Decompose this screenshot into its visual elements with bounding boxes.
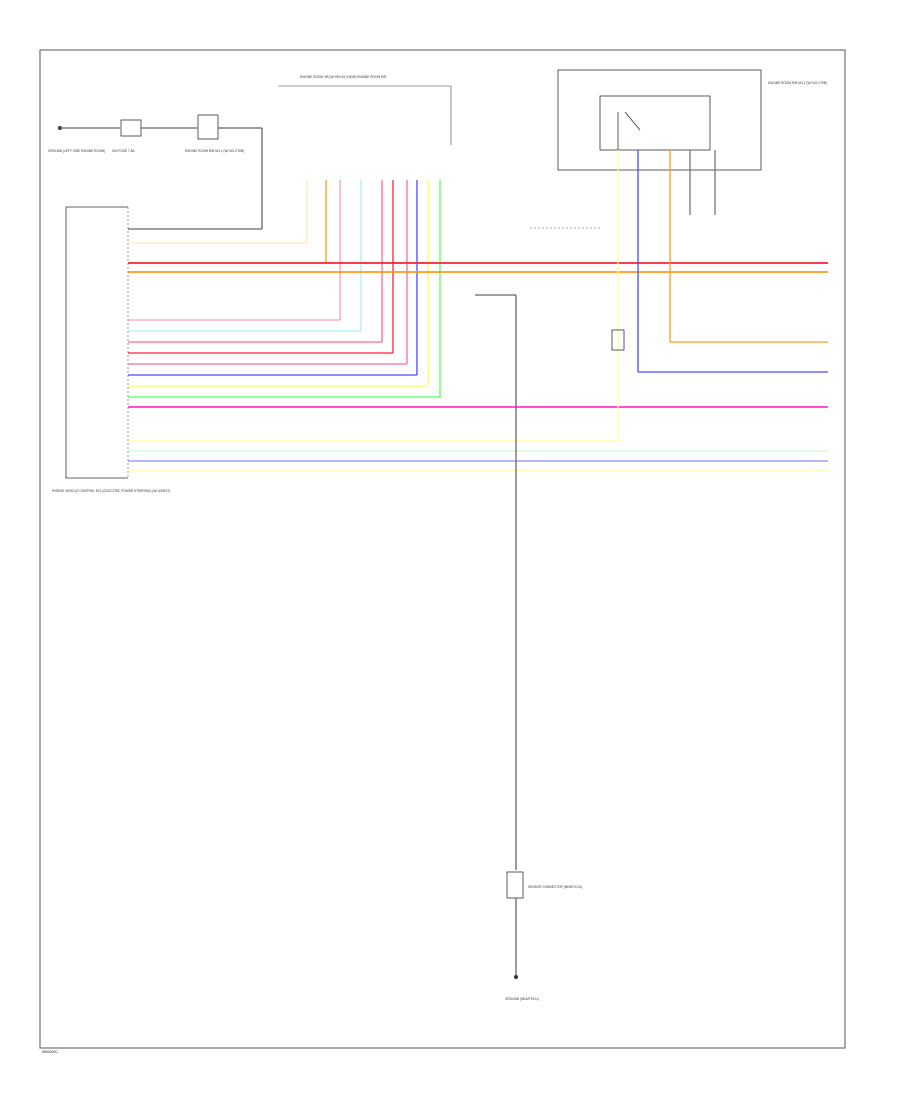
top-left-chain: GROUND (LEFT SIDE ENGINE ROOM) IGN FUSE …	[48, 114, 263, 230]
fuse-label: IGN FUSE 7.5A	[112, 149, 135, 153]
relay-small-box	[197, 114, 219, 140]
sensor-connector	[506, 871, 524, 899]
ground-wire: SENSOR CONNECTOR (NEAR ECU) GROUND (NEAR…	[475, 294, 582, 1001]
ground-bottom-label: GROUND (NEAR ECU)	[505, 997, 539, 1001]
hybrid-ecu-label: HYBRID VEHICLE CONTROL ECU (ELECTRIC POW…	[52, 489, 170, 493]
diagram-frame	[39, 49, 846, 1049]
page-code: W00000C	[42, 1050, 58, 1054]
top-connector: ENGINE ROOM J/B (W/ RELAY) NEAR ENGINE R…	[278, 75, 452, 145]
fuse-box	[120, 119, 142, 137]
ground-top-label: GROUND (LEFT SIDE ENGINE ROOM)	[48, 149, 105, 153]
vertical-wires	[306, 180, 441, 397]
hybrid-ecu: HYBRID VEHICLE CONTROL ECU (ELECTRIC POW…	[52, 206, 170, 493]
ground-bottom-terminal	[514, 975, 518, 979]
right-wires	[637, 150, 828, 373]
shield-symbol	[530, 227, 625, 351]
top-connector-label: ENGINE ROOM J/B (W/ RELAY) NEAR ENGINE R…	[300, 75, 386, 79]
horizontal-wires	[128, 150, 828, 471]
relay-box-label: ENGINE ROOM R/B NO.1 (W/ NO.2 R/B)	[185, 149, 244, 153]
junction-box: ENGINE ROOM R/B NO.1 (W/ NO.2 R/B)	[557, 69, 827, 171]
junction-box-label: ENGINE ROOM R/B NO.1 (W/ NO.2 R/B)	[768, 81, 827, 85]
sensor-label: SENSOR CONNECTOR (NEAR ECU)	[528, 885, 582, 889]
